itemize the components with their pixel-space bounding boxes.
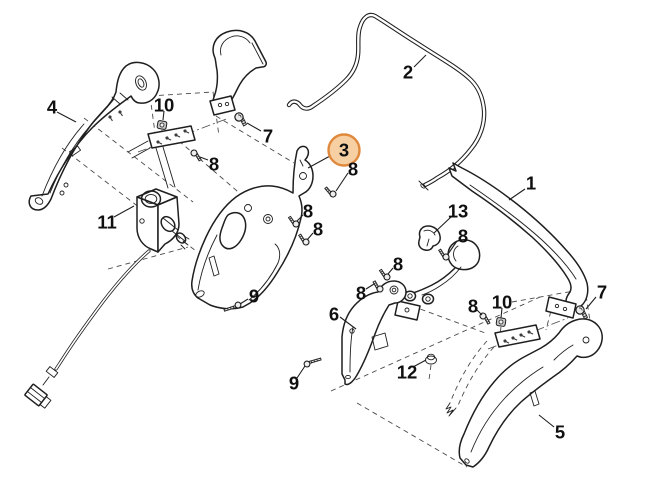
- part-lower-console-right-half: [458, 318, 603, 468]
- callout-8-e2[interactable]: 8: [387, 254, 403, 275]
- svg-text:7: 7: [597, 282, 607, 303]
- nut-10: [156, 119, 168, 131]
- callout-8-f[interactable]: 8: [447, 226, 468, 255]
- part-grip-horn-right: [394, 239, 481, 321]
- svg-text:8: 8: [356, 283, 366, 304]
- callout-8-a[interactable]: 8: [199, 154, 219, 175]
- part-console-left-half: [28, 61, 160, 211]
- callouts: 4 10 7 8 11 3 8 8: [47, 54, 607, 443]
- callout-9-a[interactable]: 9: [239, 286, 259, 307]
- svg-text:3: 3: [339, 140, 349, 161]
- callout-3-highlighted[interactable]: 3: [307, 133, 361, 169]
- svg-text:8: 8: [313, 219, 323, 240]
- nut-10: [495, 316, 507, 328]
- part-mount-plate-right: [445, 317, 569, 417]
- part-mount-plate-left: [127, 117, 230, 189]
- callout-7-left[interactable]: 7: [246, 122, 273, 147]
- highlight-circle[interactable]: [327, 133, 361, 167]
- part-grip-horn-left: [209, 29, 267, 116]
- callout-8-d[interactable]: 8: [306, 219, 323, 241]
- svg-text:8: 8: [303, 201, 313, 222]
- callout-8-b[interactable]: 8: [335, 159, 358, 192]
- part-handlebar-loop: [286, 12, 487, 191]
- screw-8: [295, 233, 311, 247]
- svg-text:9: 9: [249, 286, 259, 307]
- bolt-7: [232, 110, 251, 128]
- cable-connector: [24, 383, 52, 409]
- part-console-center-half: [191, 145, 314, 310]
- callout-7-right[interactable]: 7: [585, 282, 607, 310]
- callout-2[interactable]: 2: [403, 54, 427, 83]
- callout-10-left[interactable]: 10: [154, 95, 175, 121]
- svg-text:8: 8: [468, 296, 478, 317]
- callout-9-b[interactable]: 9: [289, 365, 306, 394]
- svg-text:5: 5: [555, 422, 565, 443]
- screw-8: [376, 268, 392, 282]
- svg-text:4: 4: [47, 97, 58, 118]
- callout-8-g[interactable]: 8: [468, 296, 483, 317]
- callout-11[interactable]: 11: [97, 205, 135, 233]
- callout-6[interactable]: 6: [329, 304, 357, 330]
- svg-text:12: 12: [397, 362, 418, 383]
- svg-text:6: 6: [329, 304, 339, 325]
- callout-8-c[interactable]: 8: [296, 201, 313, 222]
- svg-text:10: 10: [492, 292, 513, 313]
- screw-8: [322, 185, 338, 199]
- svg-text:2: 2: [403, 62, 413, 83]
- svg-text:1: 1: [526, 173, 536, 194]
- svg-text:8: 8: [209, 154, 219, 175]
- screw-8: [189, 148, 205, 163]
- callout-10-right[interactable]: 10: [492, 292, 513, 319]
- callout-4[interactable]: 4: [47, 97, 77, 123]
- part-switch-assembly: [24, 188, 190, 409]
- part-lower-console-left-half: [341, 280, 407, 386]
- callout-5[interactable]: 5: [538, 414, 565, 443]
- callout-12[interactable]: 12: [397, 359, 427, 383]
- svg-text:8: 8: [393, 254, 403, 275]
- svg-text:13: 13: [448, 201, 469, 222]
- svg-text:9: 9: [289, 373, 299, 394]
- svg-text:8: 8: [348, 159, 358, 180]
- svg-text:11: 11: [97, 212, 117, 233]
- screw-8: [369, 279, 386, 294]
- callout-13[interactable]: 13: [433, 201, 469, 234]
- screw-9: [302, 354, 323, 369]
- part-handle-tube: [448, 162, 589, 319]
- svg-text:7: 7: [263, 126, 273, 147]
- nut-12: [425, 353, 437, 365]
- svg-text:8: 8: [458, 226, 468, 247]
- callout-8-e1[interactable]: 8: [356, 283, 375, 304]
- svg-text:10: 10: [154, 95, 175, 116]
- callout-1[interactable]: 1: [508, 173, 536, 201]
